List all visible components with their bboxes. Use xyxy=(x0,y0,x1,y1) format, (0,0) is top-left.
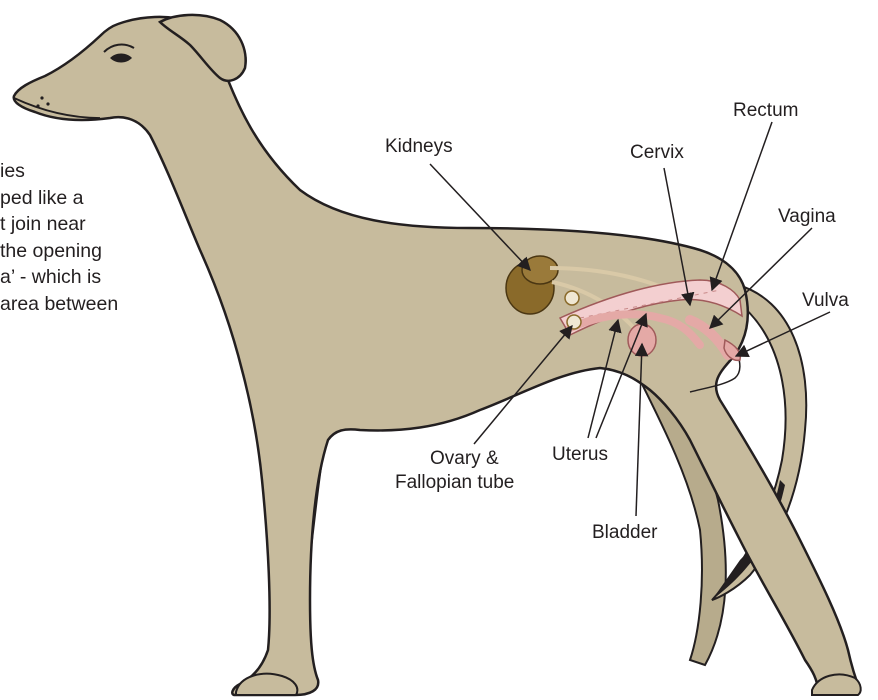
leader-rectum xyxy=(712,122,772,290)
label-cervix: Cervix xyxy=(630,142,684,163)
label-bladder: Bladder xyxy=(592,522,658,543)
label-ovary-line1: Ovary & xyxy=(430,448,499,469)
label-vagina: Vagina xyxy=(778,206,836,227)
label-uterus: Uterus xyxy=(552,444,608,465)
label-kidneys: Kidneys xyxy=(385,136,453,157)
dog-nose-dot xyxy=(40,96,43,99)
label-rectum: Rectum xyxy=(733,100,798,121)
label-vulva: Vulva xyxy=(802,290,849,311)
dog-nose-dot xyxy=(46,102,49,105)
label-ovary-line2: Fallopian tube xyxy=(395,472,514,493)
ovary xyxy=(565,291,579,305)
ovary xyxy=(567,315,581,329)
